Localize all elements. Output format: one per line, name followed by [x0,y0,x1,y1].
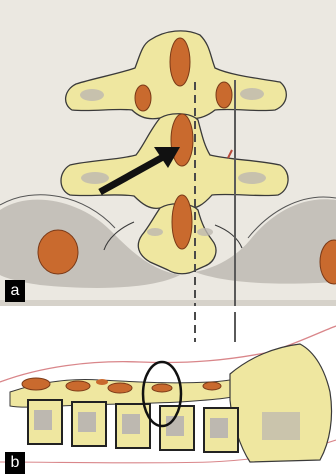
middle-spinous-process [171,114,193,166]
upper-spinous-process [170,38,190,86]
panel-a-posterior-view: a [0,0,336,312]
panel-b-lateral-view: b [0,312,336,474]
lower-spinous-process [172,195,192,249]
panel-label-b: b [5,452,25,474]
vertebral-bodies [28,400,238,452]
posterior-spine-drawing [0,0,336,312]
panel-label-a: a [5,280,25,302]
left-lateral-structure [38,230,78,274]
lateral-spine-drawing [0,312,336,474]
